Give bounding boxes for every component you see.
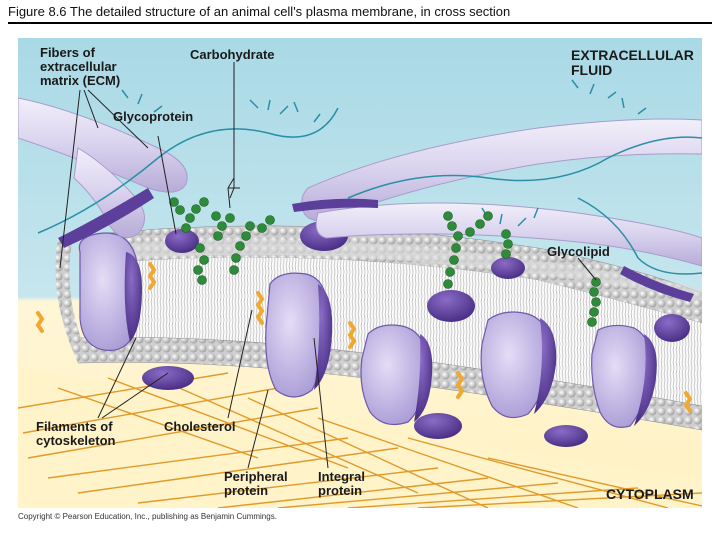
label-glycolipid: Glycolipid [547,244,610,259]
figure-caption: Figure 8.6 The detailed structure of an … [8,4,511,19]
membrane-illustration: Fibers of extracellular matrix (ECM) Car… [18,38,702,508]
carbohydrate-chains [169,197,601,327]
copyright-notice: Copyright © Pearson Education, Inc., pub… [18,512,277,521]
cholesterol-molecules [35,262,693,413]
ecm-rods [58,188,694,302]
label-integral-protein: Integral protein [318,469,365,498]
label-filaments-cytoskeleton: Filaments of cytoskeleton [36,419,116,448]
label-glycoprotein: Glycoprotein [113,109,194,124]
label-extracellular-fluid: EXTRACELLULAR FLUID [571,47,694,78]
label-cholesterol: Cholesterol [164,419,236,434]
label-cytoplasm: CYTOPLASM [606,486,694,502]
label-carbohydrate: Carbohydrate [190,47,275,62]
label-peripheral-protein: Peripheral protein [224,469,288,498]
ecm-branches [37,79,702,275]
membrane-svg [18,38,702,508]
leader-lines [59,62,597,469]
label-fibers-ecm: Fibers of extracellular matrix (ECM) [40,45,121,88]
peripheral-proteins [124,221,690,447]
caption-rule [8,22,712,24]
